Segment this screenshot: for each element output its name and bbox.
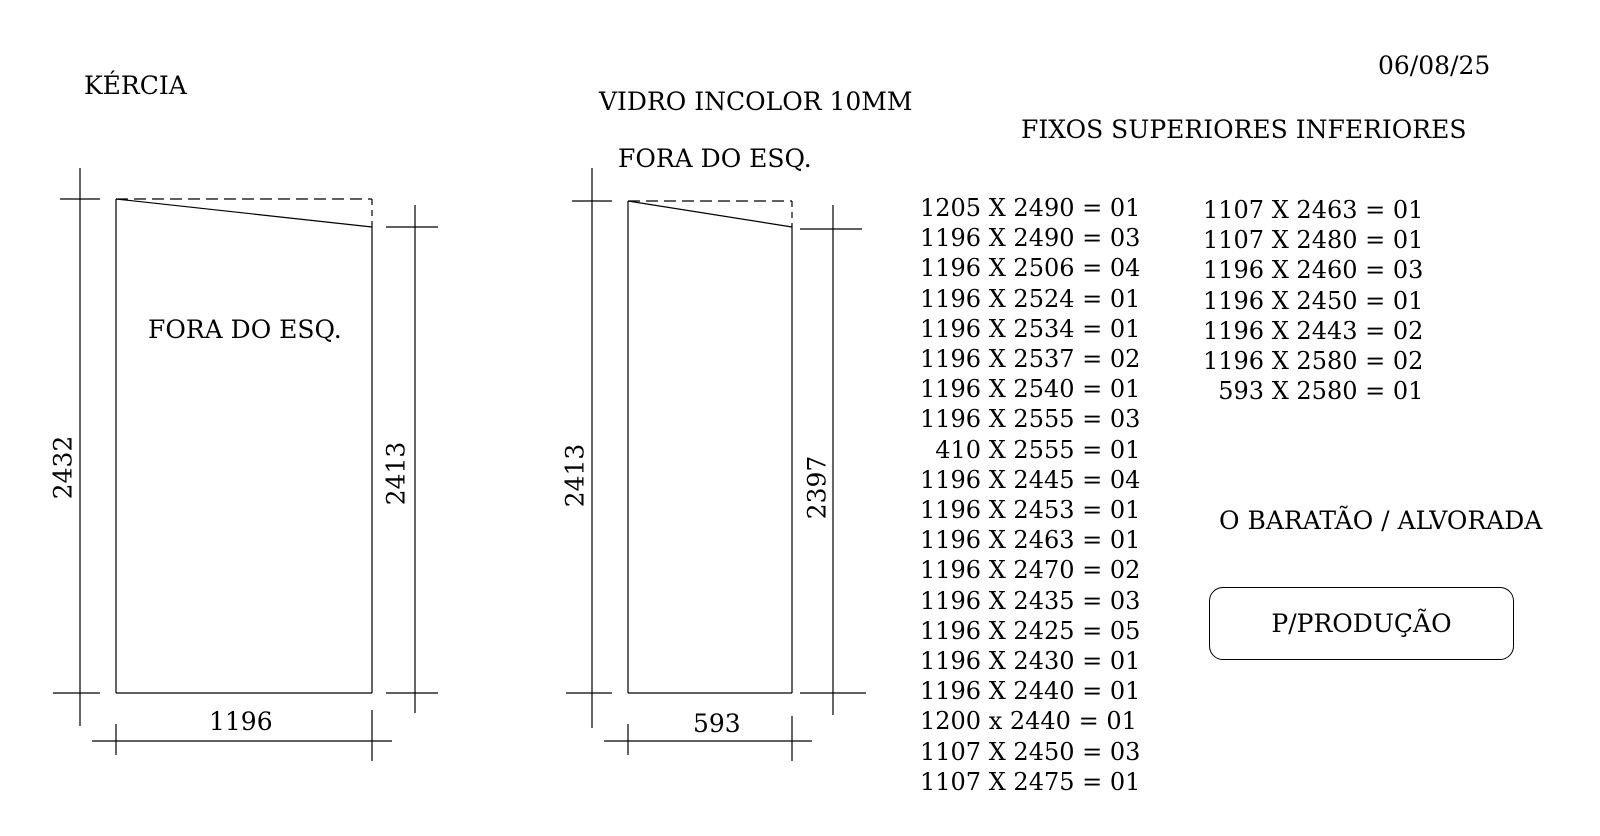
panel-b-height-left: 2413 xyxy=(560,443,590,508)
panel-b-note: FORA DO ESQ. xyxy=(618,144,812,173)
list-item: 1196 X 2435 = 03 xyxy=(920,586,1141,615)
date-label: 06/08/25 xyxy=(1378,51,1491,80)
list-item: 1205 X 2490 = 01 xyxy=(920,194,1141,222)
panel-b-drawing xyxy=(566,168,866,761)
glass-spec: VIDRO INCOLOR 10MM xyxy=(599,87,913,116)
list-item: 593 X 2580 = 01 xyxy=(1203,377,1424,406)
list-item: 1196 X 2534 = 01 xyxy=(920,314,1141,343)
list-item: 1107 X 2450 = 03 xyxy=(920,737,1141,766)
list-item: 1196 X 2440 = 01 xyxy=(920,677,1141,706)
list-item: 1196 X 2506 = 04 xyxy=(920,254,1141,283)
list-item: 1196 X 2537 = 02 xyxy=(920,345,1141,374)
list-item: 1196 X 2450 = 01 xyxy=(1203,286,1424,315)
list-item: 1196 X 2470 = 02 xyxy=(920,556,1141,585)
measurement-list-left: 1205 X 2490 = 01 1196 X 2490 = 03 1196 X… xyxy=(920,193,1140,797)
list-item: 1107 X 2480 = 01 xyxy=(1203,226,1424,255)
panel-a-height-right: 2413 xyxy=(381,441,411,506)
panel-a-width: 1196 xyxy=(209,707,273,736)
list-item: 1196 X 2524 = 01 xyxy=(920,284,1141,313)
list-item: 1196 X 2490 = 03 xyxy=(920,224,1141,253)
list-item: 1196 X 2463 = 01 xyxy=(920,526,1141,555)
panel-a-note: FORA DO ESQ. xyxy=(148,315,342,344)
list-item: 1196 X 2453 = 01 xyxy=(920,496,1141,525)
measurement-list-right: 1107 X 2463 = 01 1107 X 2480 = 01 1196 X… xyxy=(1203,195,1423,406)
list-item: 1196 X 2430 = 01 xyxy=(920,647,1141,676)
list-item: 1196 X 2555 = 03 xyxy=(920,405,1141,434)
status-box: P/PRODUÇÃO xyxy=(1209,587,1514,660)
status-label: P/PRODUÇÃO xyxy=(1271,609,1452,638)
panel-b-width: 593 xyxy=(693,709,741,738)
list-item: 1196 X 2425 = 05 xyxy=(920,616,1141,645)
list-item: 1107 X 2475 = 01 xyxy=(920,767,1141,796)
list-item: 1196 X 2540 = 01 xyxy=(920,375,1141,404)
customer-name: O BARATÃO / ALVORADA xyxy=(1219,506,1543,535)
list-item: 1196 X 2580 = 02 xyxy=(1203,347,1424,376)
list-item: 1196 X 2445 = 04 xyxy=(920,465,1141,494)
client-name: KÉRCIA xyxy=(84,71,187,100)
panel-a-drawing xyxy=(53,168,438,761)
list-item: 410 X 2555 = 01 xyxy=(920,435,1141,464)
section-title: FIXOS SUPERIORES INFERIORES xyxy=(1021,115,1467,144)
panel-b-height-right: 2397 xyxy=(802,455,832,520)
list-item: 1196 X 2443 = 02 xyxy=(1203,316,1424,345)
list-item: 1196 X 2460 = 03 xyxy=(1203,256,1424,285)
panel-a-height-left: 2432 xyxy=(48,435,78,500)
list-item: 1107 X 2463 = 01 xyxy=(1203,196,1424,224)
list-item: 1200 x 2440 = 01 xyxy=(920,707,1137,736)
